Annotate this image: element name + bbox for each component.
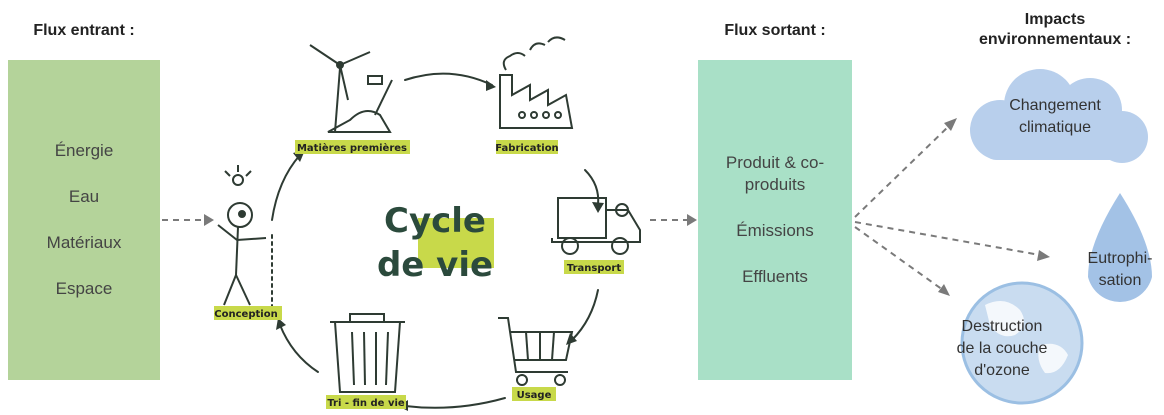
stage-usage-label: Usage [517, 390, 552, 401]
flux-sortant-box: Produit & co-produits Émissions Effluent… [698, 60, 852, 380]
stage-fabrication-highlight [496, 140, 558, 154]
truck-icon [551, 197, 641, 255]
stage-transport-highlight [564, 260, 624, 274]
trash-bin-icon [330, 313, 405, 393]
impact-ozone-label: Destruction de la couche d'ozone [942, 316, 1062, 382]
cycle-title-highlight [418, 218, 494, 268]
arrowhead-cycle-5 [276, 318, 286, 330]
stage-conception-highlight [214, 306, 282, 320]
input-energie: Énergie [54, 141, 114, 160]
output-effluents: Effluents [742, 267, 808, 286]
impact-eutro-line2: sation [1098, 272, 1142, 289]
stage-conception-label: Conception [214, 309, 277, 320]
impact-climat-line2: climatique [1018, 119, 1092, 136]
flux-entrant-title: Flux entrant : [33, 22, 135, 39]
stage-usage-highlight [512, 387, 556, 401]
input-espace: Espace [55, 279, 113, 298]
arrow-to-climat [854, 124, 951, 218]
arrow-fabrication-transport [584, 169, 600, 206]
impact-ozone-line2: de la couche [956, 340, 1048, 357]
impact-eutro-line1: Eutrophi- [1087, 250, 1153, 267]
stage-transport-label: Transport [567, 263, 621, 274]
impacts-title-line1: Impacts [1024, 11, 1086, 28]
arrow-transport-usage [571, 289, 599, 341]
factory-icon [499, 36, 574, 129]
globe-icon [960, 281, 1084, 405]
stage-fabrication-label: Fabrication [495, 143, 558, 154]
cycle-title-line1: Cycle [384, 201, 486, 241]
water-drop-icon [1088, 193, 1152, 302]
impacts-title: Impacts environnementaux : [955, 10, 1155, 50]
impact-eutro-label: Eutrophi- sation [1086, 248, 1154, 292]
arrowhead-cycle-2 [592, 202, 604, 213]
arrow-matieres-fabrication [404, 72, 493, 86]
impact-ozone-line3: d'ozone [974, 362, 1030, 379]
arrowhead-eutro [1037, 250, 1050, 261]
arrow-to-ozone [854, 226, 944, 291]
cloud-icon [970, 69, 1148, 163]
life-cycle-diagram: Cycle de vie Matières premières Fabricat… [214, 36, 641, 411]
impact-ozone-line1: Destruction [961, 318, 1043, 335]
stage-tri-label: Tri - fin de vie [327, 398, 405, 409]
arrowhead-climat [944, 118, 957, 131]
arrow-to-eutro [854, 221, 1041, 256]
arrow-usage-tri [404, 397, 506, 409]
arrow-tri-conception [279, 324, 319, 373]
output-produit: Produit & co-produits [725, 153, 825, 194]
stage-matieres-label: Matières premières [297, 142, 407, 154]
input-eau: Eau [68, 187, 100, 206]
shopping-cart-icon [498, 317, 574, 386]
impacts-title-line2: environnementaux : [978, 31, 1132, 48]
output-emissions: Émissions [736, 221, 814, 240]
flux-entrant-box: Énergie Eau Matériaux Espace [8, 60, 160, 380]
arrow-conception-matieres [271, 154, 301, 221]
wind-turbine-icon [309, 44, 393, 133]
impact-climat-label: Changement climatique [985, 95, 1125, 139]
arrowhead-ozone [938, 284, 950, 296]
arrowhead-in [204, 214, 214, 226]
arrowhead-out [687, 214, 697, 226]
cycle-title-line2: de vie [377, 245, 493, 285]
stage-tri-highlight [326, 395, 406, 409]
impact-climat-line1: Changement [1009, 97, 1101, 114]
impact-shapes [960, 69, 1152, 405]
arrowhead-cycle-1 [486, 80, 496, 91]
input-materiaux: Matériaux [46, 233, 122, 252]
designer-figure-icon [217, 165, 267, 306]
flux-sortant-title: Flux sortant : [724, 22, 826, 39]
stage-matieres-highlight [295, 140, 410, 154]
